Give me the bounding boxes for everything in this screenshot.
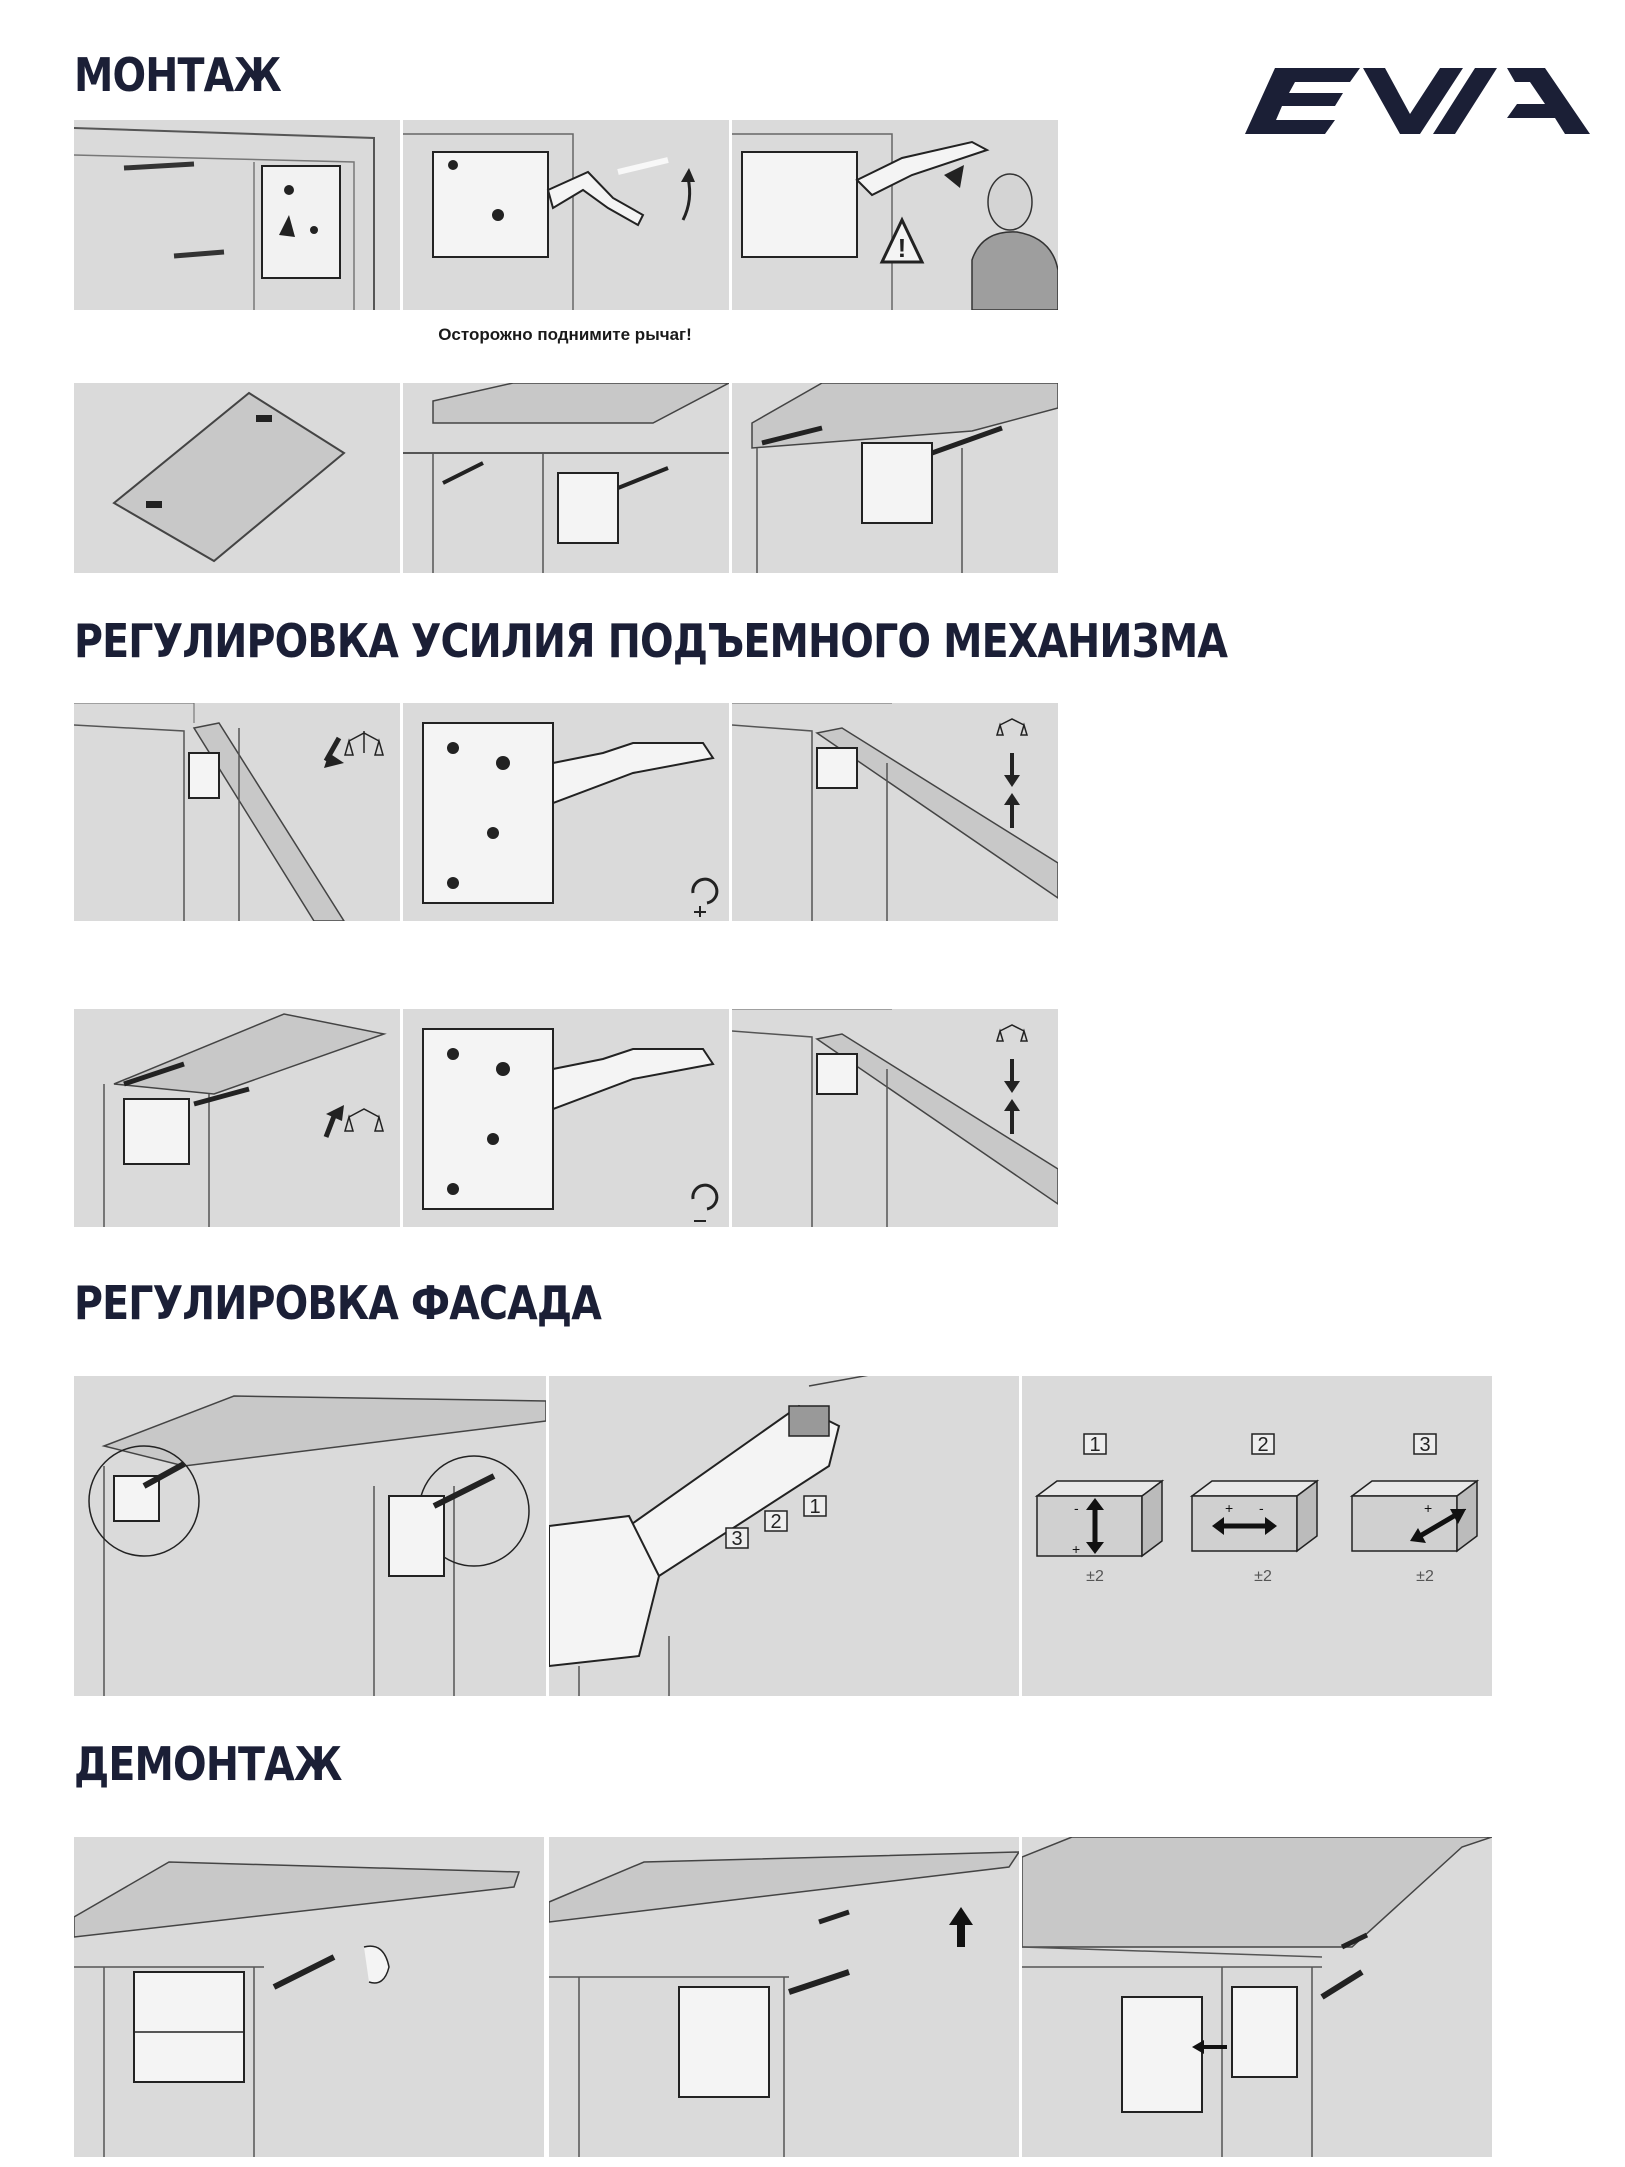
direction-2-range: ±2 [1254,1568,1272,1585]
section-title-mounting: МОНТАЖ [74,48,282,102]
section-title-facade-adjustment: РЕГУЛИРОВКА ФАСАДА [74,1276,602,1330]
mounting-step-6-illustration [732,383,1058,573]
direction-2-plus: + [1225,1500,1233,1516]
section-title-dismounting: ДЕМОНТАЖ [74,1737,342,1791]
screw-label-3: 3 [731,1528,742,1550]
direction-1-range: ±2 [1086,1568,1104,1585]
facade-adjustment-directions: 1 - + ±2 2 + - ±2 3 + - ±2 [1022,1376,1492,1696]
dismount-step-2-illustration [549,1837,1019,2157]
dismount-step-1-illustration [74,1837,544,2157]
eva-logo [1245,68,1590,134]
screw-label-1: 1 [809,1496,820,1518]
direction-2-minus: - [1259,1500,1264,1516]
direction-3-minus: - [1462,1500,1467,1516]
section-title-force-adjustment: РЕГУЛИРОВКА УСИЛИЯ ПОДЪЕМНОГО МЕХАНИЗМА [74,614,1228,668]
screw-label-2: 2 [770,1511,781,1533]
mounting-step-4-illustration [74,383,400,573]
force-increase-result-illustration [732,703,1058,921]
direction-1-number: 1 [1089,1434,1100,1456]
svg-text:!: ! [898,233,907,263]
direction-2-number: 2 [1257,1434,1268,1456]
direction-3-range: ±2 [1416,1568,1434,1585]
mounting-step-1-illustration [74,120,400,310]
mounting-step-5-illustration [403,383,729,573]
direction-3-number: 3 [1419,1434,1430,1456]
mounting-step-3-illustration: ! [732,120,1058,310]
force-increase-cabinet-illustration [74,703,400,921]
direction-1-minus: - [1074,1500,1079,1516]
facade-hinge-closeup-illustration: 3 2 1 [549,1376,1019,1696]
force-decrease-result-illustration [732,1009,1058,1227]
force-increase-screw-illustration [403,703,729,921]
mounting-warning-caption: Осторожно поднимите рычаг! [438,325,692,344]
force-decrease-cabinet-illustration [74,1009,400,1227]
direction-3-plus: + [1424,1500,1432,1516]
direction-1-plus: + [1072,1541,1080,1557]
mounting-step-2-illustration [403,120,729,310]
dismount-step-3-illustration [1022,1837,1492,2157]
facade-cabinet-overview-illustration [74,1376,546,1696]
force-decrease-screw-illustration [403,1009,729,1227]
